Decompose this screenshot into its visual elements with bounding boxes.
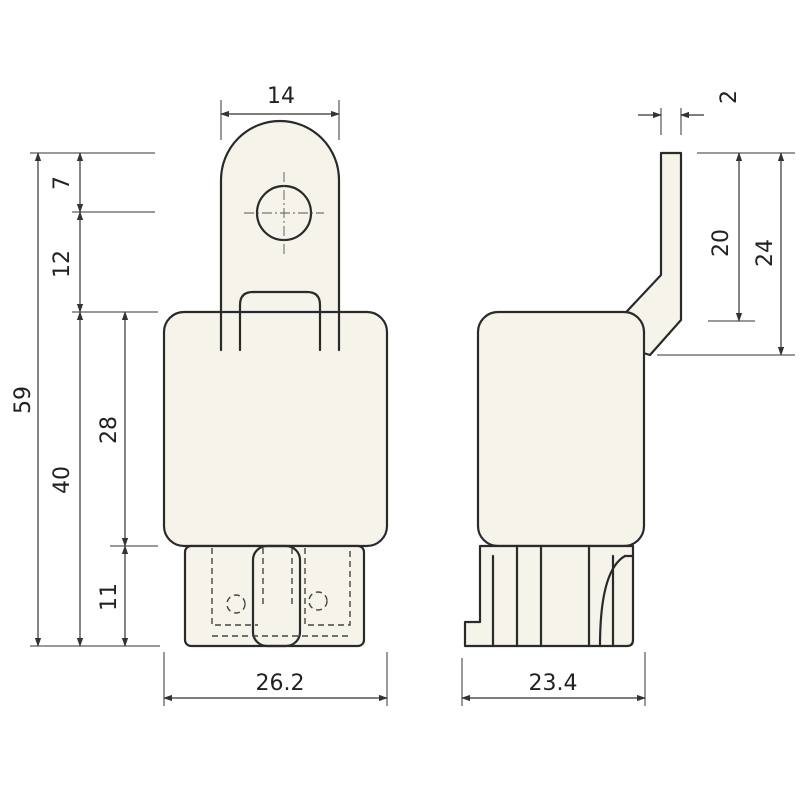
side-view	[463, 151, 683, 648]
front-dimensions: 14 59 7 12 40 28 11 26.2	[11, 84, 388, 706]
front-view	[162, 119, 389, 648]
side-dimensions: 2 20 24 23.4	[461, 90, 795, 706]
terminal-pin	[226, 594, 246, 614]
dim-tab-hole: 12	[50, 250, 75, 278]
side-bracket	[598, 151, 683, 357]
terminal-pin	[308, 591, 328, 611]
dim-bracket-inner: 20	[709, 229, 734, 257]
dim-tab-top: 7	[50, 176, 75, 190]
dim-body-depth: 23.4	[529, 671, 578, 696]
dim-tab-width: 14	[267, 84, 295, 109]
dim-bracket-thickness: 2	[717, 90, 742, 104]
dim-total-height: 59	[11, 386, 36, 414]
front-relay-body	[162, 310, 389, 548]
dim-bracket-total: 24	[753, 239, 778, 267]
dim-body-height: 40	[50, 466, 75, 494]
dim-body-width: 26.2	[256, 671, 305, 696]
dim-body-upper: 28	[97, 416, 122, 444]
front-mounting-tab	[219, 119, 341, 318]
dim-terminal-length: 11	[97, 583, 122, 611]
side-relay-body	[476, 310, 646, 548]
side-terminal-base	[463, 544, 635, 648]
